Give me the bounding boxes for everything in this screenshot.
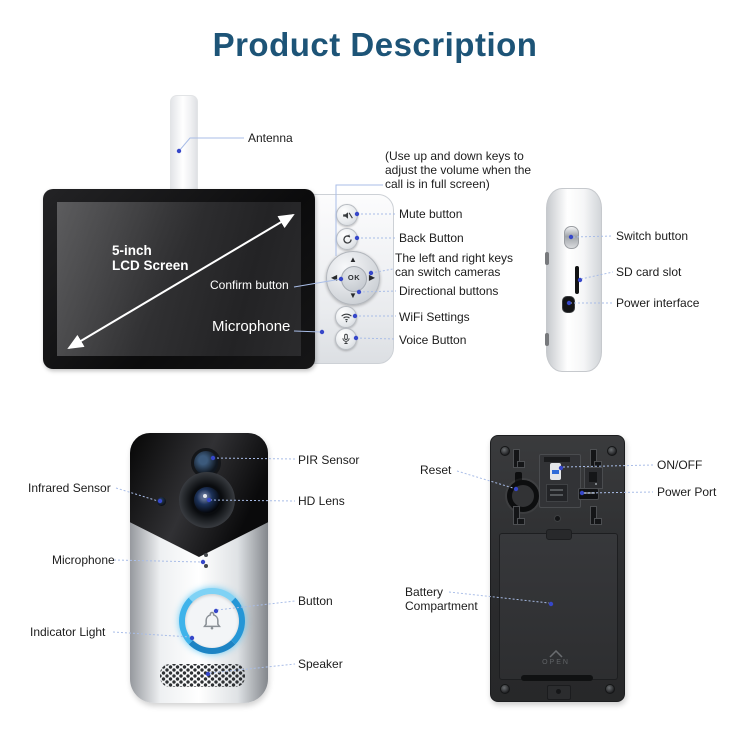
dpad-up-icon: ▲ (349, 255, 357, 264)
voice-button (335, 328, 357, 350)
label-mute-button: Mute button (399, 207, 463, 221)
open-groove (521, 675, 593, 681)
page-title: Product Description (212, 26, 538, 63)
sd-card-slot (575, 266, 579, 294)
dpad-left-icon: ◀ (331, 273, 338, 282)
label-onoff: ON/OFF (657, 458, 703, 472)
open-chevron-icon (549, 650, 563, 658)
mute-button (336, 204, 358, 226)
label-speaker: Speaker (298, 657, 343, 671)
card-slot-housing (584, 467, 603, 489)
doorbell-microphone-hole (204, 564, 208, 568)
dpad-right-icon: ▶ (368, 273, 375, 282)
label-directional-buttons: Directional buttons (399, 284, 499, 298)
label-battery-compartment: Battery Compartment (405, 585, 478, 613)
speaker-grille (160, 664, 245, 687)
connector-stripe (550, 494, 563, 496)
label-antenna: Antenna (248, 131, 293, 145)
dpad-down-icon: ▼ (349, 291, 357, 300)
hd-lens (179, 472, 235, 528)
mute-icon (342, 211, 353, 219)
side-edge-detail (545, 333, 549, 346)
label-wifi-settings: WiFi Settings (399, 310, 470, 324)
back-button (336, 228, 358, 250)
switch-button (564, 226, 579, 249)
monitor-microphone-label: Microphone (212, 318, 291, 335)
doorbell-back-view: OPEN (490, 435, 625, 702)
connector-stripe (550, 489, 563, 491)
bottom-tab (547, 685, 571, 700)
label-sd-card-slot: SD card slot (616, 265, 682, 279)
label-reset: Reset (420, 463, 452, 477)
infrared-sensor (157, 497, 166, 506)
bell-icon (203, 611, 221, 630)
mounting-hook (590, 506, 602, 525)
onoff-switch (550, 463, 561, 480)
label-front-microphone: Microphone (52, 553, 115, 567)
reset-keyhole (507, 480, 539, 512)
screw (605, 684, 615, 694)
label-infrared-sensor: Infrared Sensor (28, 481, 111, 495)
label-lr-keys-note: The left and right keys can switch camer… (395, 251, 514, 279)
antenna (170, 95, 198, 200)
wifi-button (335, 306, 357, 328)
doorbell-microphone-hole (204, 553, 208, 557)
tab-screw (556, 689, 561, 694)
mounting-hook (513, 506, 525, 525)
lens-glint (203, 494, 207, 498)
screw (607, 446, 617, 456)
label-hd-lens: HD Lens (298, 494, 345, 508)
label-button: Button (298, 594, 333, 608)
label-power-port: Power Port (657, 485, 717, 499)
back-icon (342, 233, 352, 244)
open-label: OPEN (542, 659, 570, 666)
wifi-icon (340, 313, 352, 322)
label-back-button: Back Button (399, 231, 464, 245)
battery-compartment (499, 533, 618, 680)
voice-mic-icon (342, 333, 350, 344)
label-indicator-light: Indicator Light (30, 625, 106, 639)
confirm-button-label: Confirm button (210, 278, 289, 292)
onoff-switch-mark (552, 470, 559, 474)
power-interface-port (562, 296, 575, 313)
screw-hole (554, 515, 561, 522)
lens-glass (194, 487, 220, 513)
mounting-hook (590, 449, 602, 468)
mounting-hook (513, 449, 525, 468)
label-voice-button: Voice Button (399, 333, 467, 347)
panel-notch (546, 529, 572, 540)
label-pir-sensor: PIR Sensor (298, 453, 360, 467)
label-power-interface: Power interface (616, 296, 700, 310)
power-port (578, 488, 599, 500)
doorbell-button (179, 588, 245, 654)
side-edge-detail (545, 252, 549, 265)
recess-connector (546, 484, 568, 502)
lcd-screen (57, 202, 301, 356)
screen-size-label: 5-inch LCD Screen (112, 243, 189, 273)
monitor-side-view (546, 188, 602, 372)
directional-pad: ▲ ▼ ◀ ▶ OK (326, 251, 380, 305)
reset-keyhole-notch (515, 472, 522, 484)
card-slot (589, 472, 597, 482)
screw (500, 684, 510, 694)
screw (500, 446, 510, 456)
label-switch-button: Switch button (616, 229, 689, 243)
doorbell-front-view (130, 433, 268, 703)
recess-slot (544, 457, 570, 462)
monitor-front-view: 5-inch LCD Screen Confirm button Microph… (43, 189, 315, 369)
slot-dot (595, 483, 597, 485)
label-volume-note: (Use up and down keys to adjust the volu… (385, 149, 532, 191)
port-pin (582, 492, 595, 494)
ok-button: OK (341, 266, 367, 292)
